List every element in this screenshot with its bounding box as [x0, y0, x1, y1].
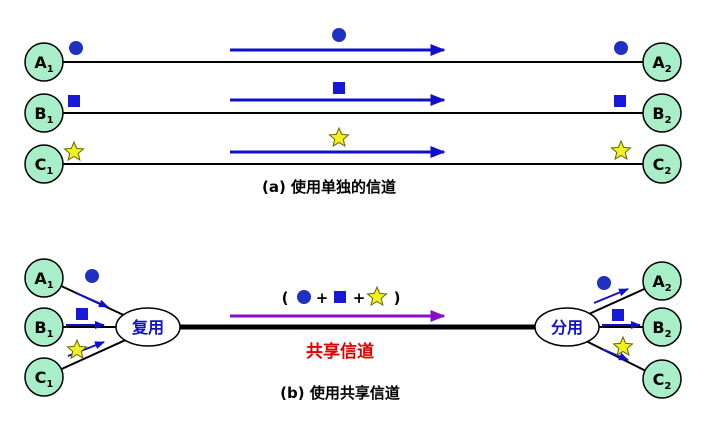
node-c2-letter: C — [653, 155, 665, 174]
svg-text:A2: A2 — [652, 272, 671, 294]
star-symbol-right — [610, 139, 632, 161]
svg-text:C2: C2 — [653, 370, 672, 392]
sender-node-c1: C1 — [24, 357, 64, 397]
sender-square-symbol — [76, 308, 88, 320]
square-symbol-right — [614, 95, 626, 107]
sender-a-arrow — [75, 292, 109, 308]
demux-label: 分用 — [551, 318, 583, 337]
node-a2: A2 — [642, 42, 682, 82]
node-b1-letter: B — [34, 104, 46, 123]
node-a2-letter: A — [652, 53, 665, 72]
node-b2: B2 — [642, 93, 682, 133]
formula-plus-2: + — [353, 289, 366, 307]
star-symbol-left — [63, 140, 85, 162]
formula-close-paren: ) — [394, 289, 401, 307]
receiver-star-symbol — [612, 335, 634, 357]
receiver-node-b2: B2 — [642, 307, 682, 347]
channel-b: B1 B2 — [24, 82, 682, 133]
receiver-circle-symbol — [597, 276, 611, 290]
circle-symbol-left — [69, 41, 83, 55]
sender-node-b1: B1 — [24, 307, 64, 347]
receiver-node-a2: A2 — [642, 261, 682, 301]
star-symbol-middle — [328, 126, 350, 148]
svg-text:C1: C1 — [35, 368, 54, 390]
circle-symbol-right — [614, 41, 628, 55]
formula-square-symbol — [334, 291, 346, 303]
sender-node-a1: A1 — [24, 258, 64, 298]
svg-text:C1: C1 — [35, 155, 54, 177]
part-a: A1 A2 B1 — [24, 28, 682, 196]
formula-open-paren: ( — [282, 289, 289, 307]
node-c1: C1 — [24, 144, 64, 184]
combined-signal-formula: ( + + ) — [282, 285, 401, 307]
caption-b: (b) 使用共享信道 — [280, 384, 400, 402]
part-b: 复用 分用 A1 B1 C1 A — [24, 258, 682, 402]
formula-star-symbol — [366, 285, 388, 307]
sender-star-symbol — [66, 338, 88, 360]
node-b1-sub: 1 — [47, 115, 54, 126]
node-b1: B1 — [24, 93, 64, 133]
sender-circle-symbol — [85, 269, 99, 283]
node-a1-sub: 1 — [47, 64, 54, 75]
receiver-c-arrow — [601, 348, 629, 361]
receiver-a-arrow — [593, 288, 629, 304]
svg-text:A1: A1 — [34, 269, 53, 291]
caption-a: (a) 使用单独的信道 — [262, 178, 396, 196]
svg-text:A1: A1 — [34, 53, 53, 75]
mux-label: 复用 — [131, 318, 164, 337]
square-symbol-middle — [333, 82, 345, 94]
svg-text:B2: B2 — [652, 318, 671, 340]
node-a2-sub: 2 — [665, 64, 672, 75]
svg-text:C2: C2 — [653, 155, 672, 177]
receiver-square-symbol — [612, 309, 624, 321]
circle-symbol-middle — [332, 28, 346, 42]
node-c2: C2 — [642, 144, 682, 184]
node-b2-letter: B — [652, 104, 664, 123]
node-c1-sub: 1 — [46, 166, 53, 177]
receiver-node-c2: C2 — [642, 359, 682, 399]
svg-text:A2: A2 — [652, 53, 671, 75]
node-a1: A1 — [24, 42, 64, 82]
node-b2-sub: 2 — [665, 115, 672, 126]
demultiplexer: 分用 — [534, 307, 600, 347]
multiplexer: 复用 — [115, 307, 181, 347]
shared-channel-label: 共享信道 — [306, 341, 374, 362]
channel-a: A1 A2 — [24, 28, 682, 82]
formula-plus-1: + — [316, 289, 329, 307]
svg-text:B2: B2 — [652, 104, 671, 126]
node-c1-letter: C — [35, 155, 47, 174]
channel-c: C1 C2 — [24, 126, 682, 184]
svg-text:B1: B1 — [34, 104, 53, 126]
node-c2-sub: 2 — [664, 166, 671, 177]
formula-circle-symbol — [297, 290, 311, 304]
node-a1-letter: A — [34, 53, 47, 72]
svg-text:B1: B1 — [34, 318, 53, 340]
square-symbol-left — [68, 95, 80, 107]
